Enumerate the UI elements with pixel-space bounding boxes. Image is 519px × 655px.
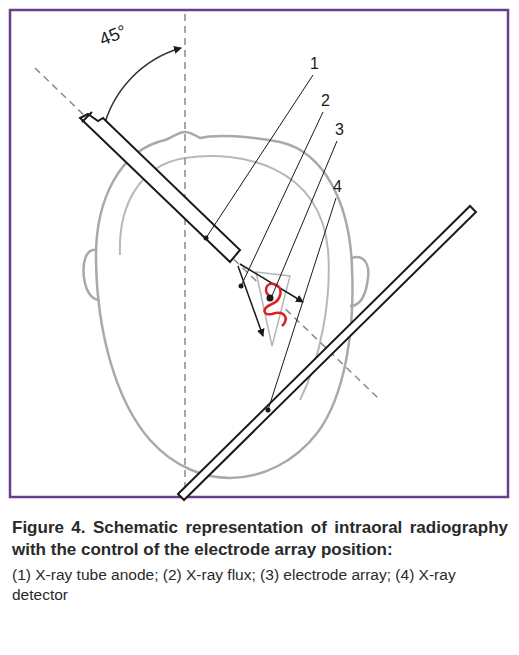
caption-legend: (1) X-ray tube anode; (2) X-ray flux; (3… — [12, 565, 508, 605]
angle-label: 45° — [97, 22, 130, 51]
leader-line — [206, 75, 313, 238]
leader-line — [272, 141, 337, 296]
xray-detector — [178, 206, 476, 500]
vertical-axis — [184, 14, 186, 492]
tube-end — [82, 112, 92, 122]
leader-dot — [266, 408, 271, 413]
leader-dot — [204, 236, 209, 241]
callout-number: 1 — [310, 55, 319, 73]
angle-arc — [103, 48, 181, 130]
flux-arrow — [238, 266, 263, 336]
leader-dot — [239, 284, 244, 289]
head-outline — [96, 132, 353, 478]
figure-caption: Figure 4. Schematic representation of in… — [12, 517, 508, 561]
electrode-array — [265, 284, 286, 326]
right-ear — [350, 257, 368, 306]
leader-line — [241, 112, 323, 286]
callout-number: 4 — [333, 178, 342, 196]
skull-outline — [120, 156, 329, 400]
left-ear — [84, 250, 100, 300]
xray-tube — [80, 114, 240, 262]
leader-line — [268, 198, 336, 410]
callout-number: 3 — [335, 121, 344, 139]
xray-flux-cone — [256, 272, 290, 346]
callout-number: 2 — [321, 92, 330, 110]
